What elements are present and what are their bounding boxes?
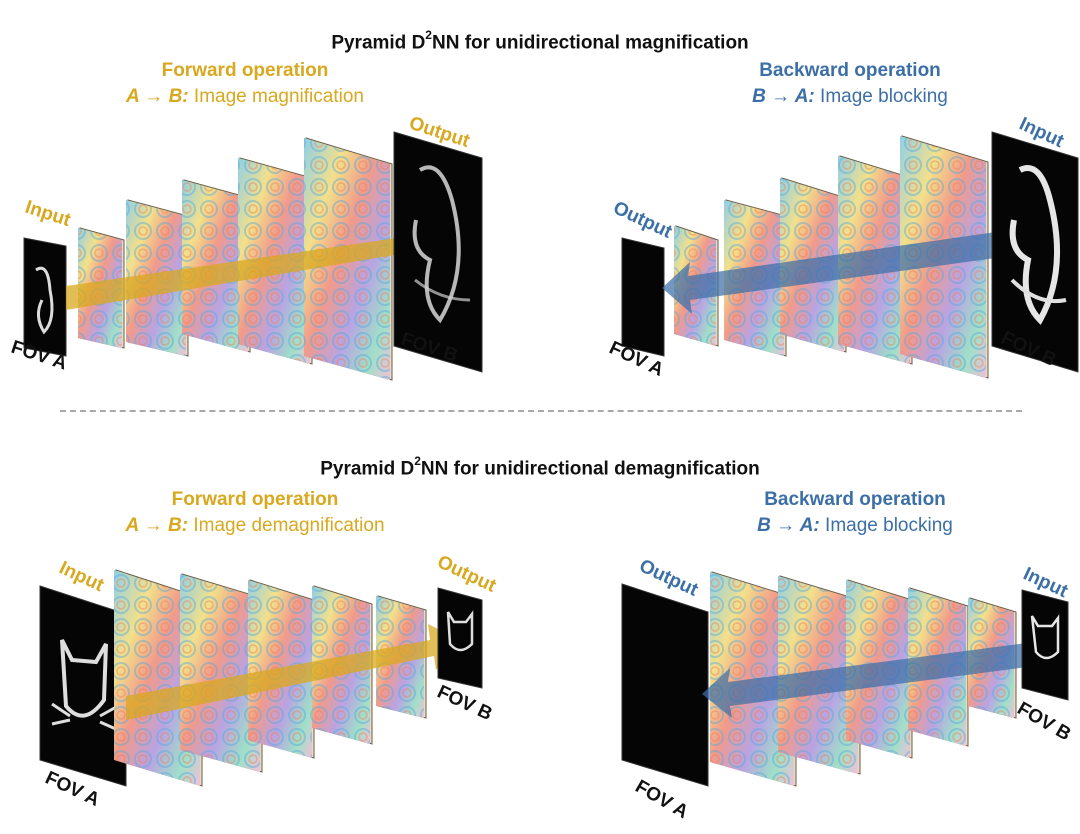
fov-b-image: [1021, 589, 1069, 701]
backward-arrow: [662, 230, 1010, 314]
title-text: Pyramid D: [331, 32, 426, 54]
backward-operation-heading: Backward operation B → A: Image blocking: [700, 489, 1010, 537]
fov-b-image: [437, 587, 483, 689]
forward-arrow: [66, 220, 436, 310]
forward-arrow-text: A → B:: [126, 86, 189, 107]
forward-operation-heading: Forward operation A → B: Image demagnifi…: [100, 489, 410, 537]
input-label: Input: [56, 557, 108, 596]
backward-desc: Image blocking: [825, 515, 953, 536]
fov-b-label: FOV B: [1014, 698, 1075, 745]
backward-blocking-stack: Output Input FOV A FOV B: [606, 113, 1079, 381]
backward-arrow-text: B → A:: [757, 515, 820, 536]
phase-plate: [180, 573, 263, 773]
fov-a-label: FOV A: [632, 776, 692, 823]
title-superscript: 2: [414, 454, 421, 468]
backward-heading: Backward operation: [759, 60, 941, 81]
phase-plate: [182, 179, 251, 353]
section-title-demagnification: Pyramid D2NN for unidirectional demagnif…: [0, 454, 1080, 480]
forward-desc: Image demagnification: [193, 515, 385, 536]
title-text: NN for unidirectional magnification: [431, 32, 749, 54]
fov-a-image: [621, 583, 709, 787]
section-divider: [60, 410, 1022, 412]
backward-arrow-text: B → A:: [752, 86, 815, 107]
title-text: NN for unidirectional demagnification: [420, 458, 760, 480]
forward-desc: Image magnification: [193, 86, 364, 107]
forward-demagnification-stack: Input Output FOV A FOV B: [39, 551, 500, 811]
fov-b-label: FOV B: [434, 681, 495, 725]
forward-heading: Forward operation: [161, 60, 329, 81]
input-label: Input: [22, 197, 73, 232]
output-label: Output: [610, 197, 676, 243]
section-title-magnification: Pyramid D2NN for unidirectional magnific…: [0, 28, 1080, 54]
backward-operation-heading: Backward operation B → A: Image blocking: [700, 60, 1000, 108]
forward-arrow: [126, 624, 460, 720]
fov-a-image: [39, 585, 127, 787]
forward-magnification-stack: Input Output FOV A FOV B: [8, 113, 483, 381]
forward-operation-heading: Forward operation A → B: Image magnifica…: [100, 60, 390, 108]
forward-arrow-text: A → B:: [125, 515, 189, 536]
backward-arrow: [702, 640, 1050, 718]
forward-heading: Forward operation: [171, 489, 339, 510]
backward-desc: Image blocking: [820, 86, 948, 107]
backward-demag-blocking-stack: Output Input FOV A FOV B: [621, 555, 1075, 823]
fov-a-image: [621, 237, 665, 357]
fov-a-image: [23, 237, 67, 357]
fov-b-image: [393, 131, 483, 373]
fov-b-image: [991, 131, 1079, 373]
title-superscript: 2: [425, 28, 432, 42]
backward-heading: Backward operation: [764, 489, 946, 510]
title-text: Pyramid D: [320, 458, 415, 480]
